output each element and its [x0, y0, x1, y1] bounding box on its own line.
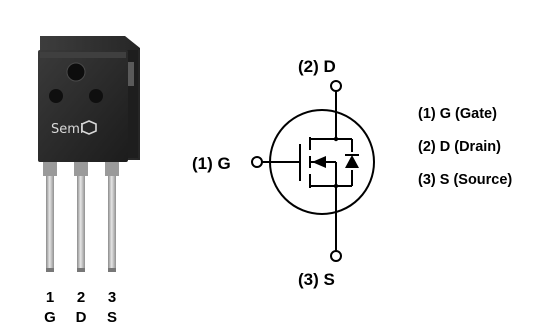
pin-3-letter: S — [107, 309, 117, 326]
diode-triangle-icon — [345, 155, 359, 168]
package-top-edge — [40, 52, 126, 58]
lead-shoulder-3 — [105, 162, 119, 176]
drain-terminal — [330, 80, 342, 92]
channel-arrow-icon — [312, 156, 326, 168]
body-dimple-right — [89, 89, 103, 103]
pin-legend: (1) G (Gate) (2) D (Drain) (3) S (Source… — [418, 106, 512, 188]
pin-3-number: 3 — [108, 289, 116, 306]
mounting-hole — [67, 63, 85, 81]
gate-terminal — [251, 156, 263, 168]
to247-package: Semi 1 2 3 G D S — [38, 36, 140, 326]
package-side-notch — [126, 62, 134, 86]
legend-drain: (2) D (Drain) — [418, 139, 501, 155]
lead-drain — [77, 176, 85, 272]
legend-gate: (1) G (Gate) — [418, 106, 497, 122]
package-logo: Semi — [51, 120, 97, 137]
junction-dot-drain — [333, 136, 339, 142]
lead-shoulder-2 — [74, 162, 88, 176]
drain-label: (2) D — [298, 57, 336, 76]
pin-2-letter: D — [76, 309, 87, 326]
gate-label: (1) G — [192, 154, 231, 173]
body-dimple-left — [49, 89, 63, 103]
package-logo-hex-icon — [81, 120, 97, 135]
lead-source — [108, 176, 116, 272]
package-logo-text: Semi — [51, 122, 84, 137]
lead-shoulder-1 — [43, 162, 57, 176]
lead-tip-2 — [77, 268, 85, 272]
mosfet-schematic — [251, 80, 375, 262]
source-label: (3) S — [298, 270, 335, 289]
legend-source: (3) S (Source) — [418, 172, 512, 188]
pin-1-letter: G — [44, 309, 56, 326]
source-terminal — [330, 250, 342, 262]
pin-1-number: 1 — [46, 289, 54, 306]
pin-2-number: 2 — [77, 289, 85, 306]
package-body — [38, 50, 128, 162]
lead-gate — [46, 176, 54, 272]
lead-tip-3 — [108, 268, 116, 272]
lead-tip-1 — [46, 268, 54, 272]
junction-dot-source — [333, 183, 339, 189]
